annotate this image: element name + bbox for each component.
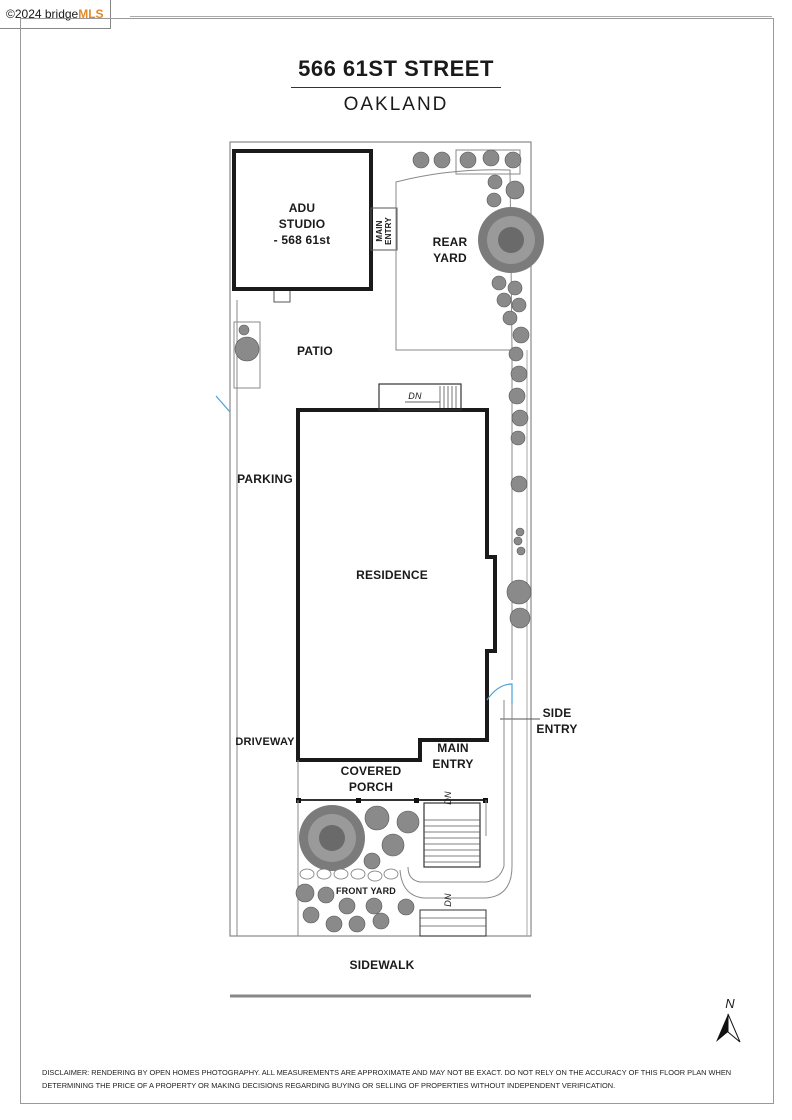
- shrub-cluster: [234, 149, 532, 933]
- front-steps-lower: [419, 909, 487, 937]
- main-entry-label: MAIN ENTRY: [432, 741, 474, 771]
- front-yard-label: FRONT YARD: [335, 886, 396, 896]
- copyright-text: ©2024 bridge: [6, 7, 79, 21]
- title-divider: [291, 87, 501, 88]
- driveway-label: DRIVEWAY: [235, 736, 295, 748]
- mls-brand-text: MLS: [78, 7, 104, 21]
- dn-lower-label: DN: [443, 893, 453, 907]
- adu-entry-label: MAIN ENTRY: [375, 217, 393, 245]
- residence-label: RESIDENCE: [356, 568, 428, 582]
- lot-boundary: [229, 141, 532, 937]
- dn-rear-label: DN: [408, 391, 422, 401]
- large-tree-front: [299, 805, 365, 871]
- rear-stair-treads: [439, 386, 457, 408]
- watermark-rule: [130, 16, 772, 17]
- large-tree-rear: [478, 207, 544, 273]
- north-label: N: [725, 996, 735, 1011]
- front-walkway: [407, 700, 505, 883]
- city-title: OAKLAND: [343, 94, 449, 115]
- residence-walls: [296, 408, 497, 762]
- rear-stairs: [378, 383, 462, 411]
- north-arrow: [716, 1013, 741, 1043]
- front-walkway-outer: [399, 704, 513, 899]
- patio-label: PATIO: [297, 344, 333, 358]
- side-entry-label: SIDE ENTRY: [536, 706, 578, 736]
- mls-watermark: ©2024 bridge MLS: [0, 0, 111, 29]
- covered-porch-label: COVERED PORCH: [340, 764, 402, 794]
- planter-box: [233, 321, 261, 389]
- parking-label: PARKING: [237, 472, 293, 486]
- dn-front-label: DN: [443, 791, 453, 805]
- street-address-title: 566 61ST STREET: [298, 56, 494, 81]
- stepping-stones: [299, 868, 399, 882]
- adu-label: ADU STUDIO - 568 61st: [273, 201, 331, 247]
- front-stairs: [423, 802, 481, 868]
- disclaimer-text: Disclaimer: Rendering by Open Homes Phot…: [42, 1068, 732, 1090]
- rear-yard-label: REAR YARD: [432, 235, 468, 265]
- gate-swing: [215, 395, 231, 413]
- adu-entry-box: [370, 207, 398, 251]
- front-stair-treads: [424, 819, 480, 863]
- page-frame: [20, 18, 774, 1104]
- sink-box: [273, 289, 291, 303]
- side-entry-door: [486, 683, 513, 704]
- sidewalk-label: SIDEWALK: [349, 958, 415, 972]
